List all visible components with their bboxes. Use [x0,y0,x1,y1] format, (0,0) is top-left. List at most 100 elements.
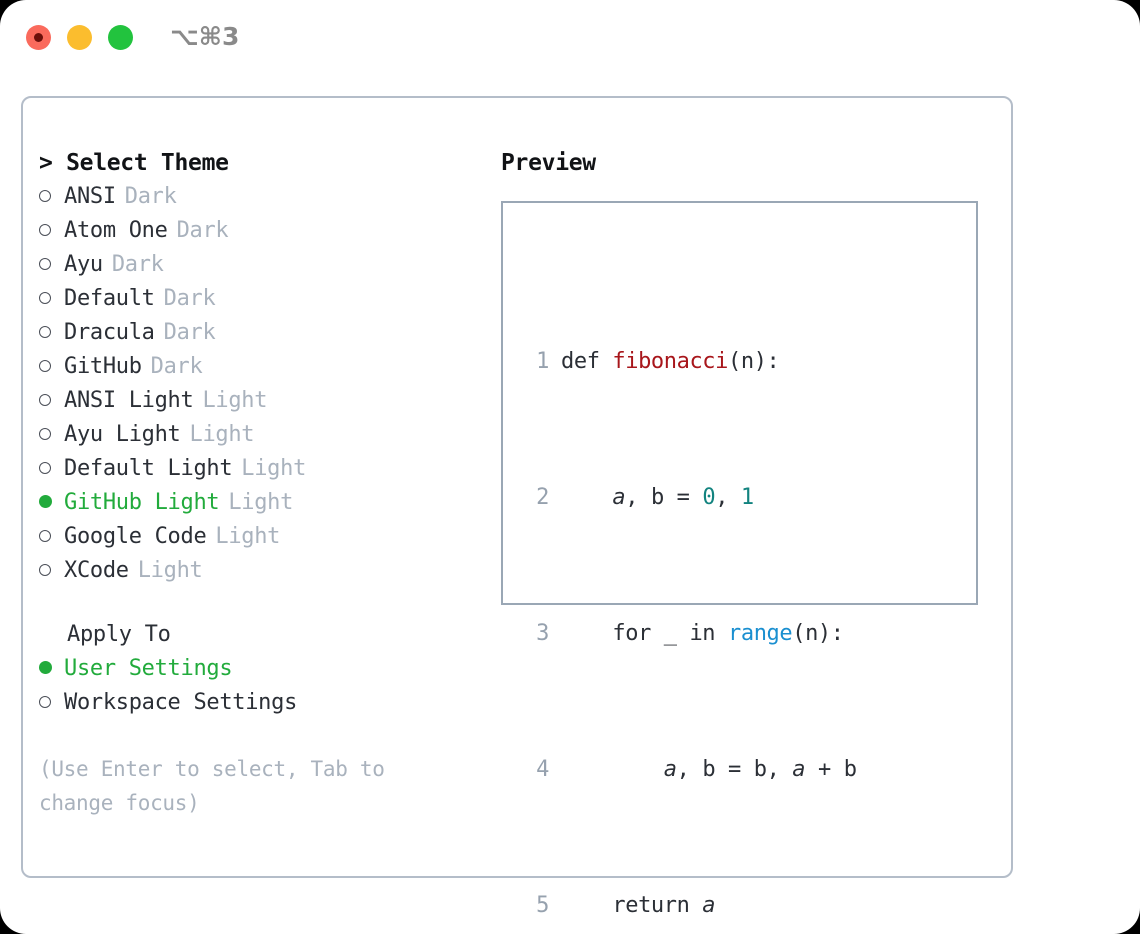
title-bar: ⌥⌘3 [0,0,1140,78]
theme-name: GitHub Light [64,490,220,515]
radio-unselected-icon[interactable] [39,360,64,372]
code-token: (n): [792,621,844,646]
radio-unselected-icon[interactable] [39,462,64,474]
theme-variant-tag: Light [202,388,268,413]
theme-selector-column: > Select Theme ANSI Dark Atom One Dark A… [39,146,479,820]
code-line: 4 a, b = b, a + b [523,753,870,787]
select-theme-header: > Select Theme [39,150,229,176]
radio-unselected-icon[interactable] [39,258,64,270]
list-item[interactable]: XCode Light [39,554,479,588]
keyboard-hint-text: (Use Enter to select, Tab to change focu… [39,757,385,815]
theme-name: ANSI [64,184,116,209]
list-item[interactable]: ANSI Dark [39,180,479,214]
apply-to-workspace-settings[interactable]: Workspace Settings [39,686,479,720]
radio-unselected-icon[interactable] [39,326,64,338]
code-token: a [612,485,626,510]
zoom-window-icon[interactable] [108,25,133,50]
code-token: , [715,485,741,510]
theme-name: XCode [64,558,129,583]
radio-unselected-icon[interactable] [39,292,64,304]
apply-to-label: User Settings [64,656,233,681]
minimize-window-icon[interactable] [67,25,92,50]
theme-name: Dracula [64,320,155,345]
code-token: b [843,757,857,782]
code-token: 1 [740,485,754,510]
theme-name: Atom One [64,218,168,243]
list-item-selected[interactable]: GitHub Light Light [39,486,479,520]
radio-unselected-icon[interactable] [39,696,64,708]
preview-header: Preview [501,150,596,176]
line-number: 1 [536,349,549,374]
theme-variant-tag: Dark [176,218,229,243]
theme-name: Default Light [64,456,233,481]
code-token: + [805,757,844,782]
list-item[interactable]: GitHub Dark [39,350,479,384]
line-number: 5 [536,893,549,918]
theme-variant-tag: Light [215,524,281,549]
theme-name: ANSI Light [64,388,194,413]
theme-name: GitHub [64,354,142,379]
list-item[interactable]: Default Light Light [39,452,479,486]
main-panel: > Select Theme ANSI Dark Atom One Dark A… [21,96,1013,918]
list-item[interactable]: Dracula Dark [39,316,479,350]
radio-selected-icon[interactable] [39,661,64,674]
code-token: = [715,757,754,782]
close-window-icon[interactable] [26,25,51,50]
theme-name: Ayu Light [64,422,181,447]
traffic-lights [26,25,133,50]
theme-variant-tag: Light [241,456,307,481]
theme-option-list: ANSI Dark Atom One Dark Ayu Dark Default… [39,180,479,588]
line-number: 3 [536,621,549,646]
radio-unselected-icon[interactable] [39,190,64,202]
code-token: for _ in [561,621,728,646]
code-token: range [728,621,793,646]
line-number: 2 [536,485,549,510]
code-token: , [625,485,651,510]
code-line: 3 for _ in range(n): [523,617,870,651]
keyboard-shortcut-label: ⌥⌘3 [170,22,240,51]
theme-variant-tag: Dark [163,286,216,311]
apply-to-section: Apply To User Settings Workspace Setting… [39,618,479,720]
apply-to-user-settings[interactable]: User Settings [39,652,479,686]
theme-name: Google Code [64,524,207,549]
list-item[interactable]: Google Code Light [39,520,479,554]
list-item[interactable]: Ayu Light Light [39,418,479,452]
theme-variant-tag: Light [137,558,203,583]
code-token: return [561,893,703,918]
code-token: b [753,757,767,782]
theme-name: Ayu [64,252,103,277]
code-line: 5 return a [523,889,870,923]
radio-unselected-icon[interactable] [39,564,64,576]
list-item[interactable]: Default Dark [39,282,479,316]
code-token: (n): [728,349,780,374]
theme-variant-tag: Dark [111,252,164,277]
radio-unselected-icon[interactable] [39,224,64,236]
code-token: fibonacci [612,349,728,374]
code-token: a [702,893,716,918]
code-token: 0 [702,485,716,510]
code-token: b [650,485,664,510]
radio-unselected-icon[interactable] [39,530,64,542]
theme-variant-tag: Dark [124,184,177,209]
radio-unselected-icon[interactable] [39,394,64,406]
radio-selected-icon[interactable] [39,495,64,508]
apply-to-label: Workspace Settings [64,690,298,715]
line-number: 4 [536,757,549,782]
theme-variant-tag: Light [189,422,255,447]
code-token: , [766,757,793,782]
list-item[interactable]: Ayu Dark [39,248,479,282]
list-item[interactable]: ANSI Light Light [39,384,479,418]
code-token: b [702,757,716,782]
radio-unselected-icon[interactable] [39,428,64,440]
apply-to-header: Apply To [67,622,171,647]
theme-variant-tag: Dark [163,320,216,345]
code-token: , [676,757,703,782]
code-token: = [663,485,703,510]
theme-name: Default [64,286,155,311]
code-line: 2 a, b = 0, 1 [523,481,870,515]
list-item[interactable]: Atom One Dark [39,214,479,248]
